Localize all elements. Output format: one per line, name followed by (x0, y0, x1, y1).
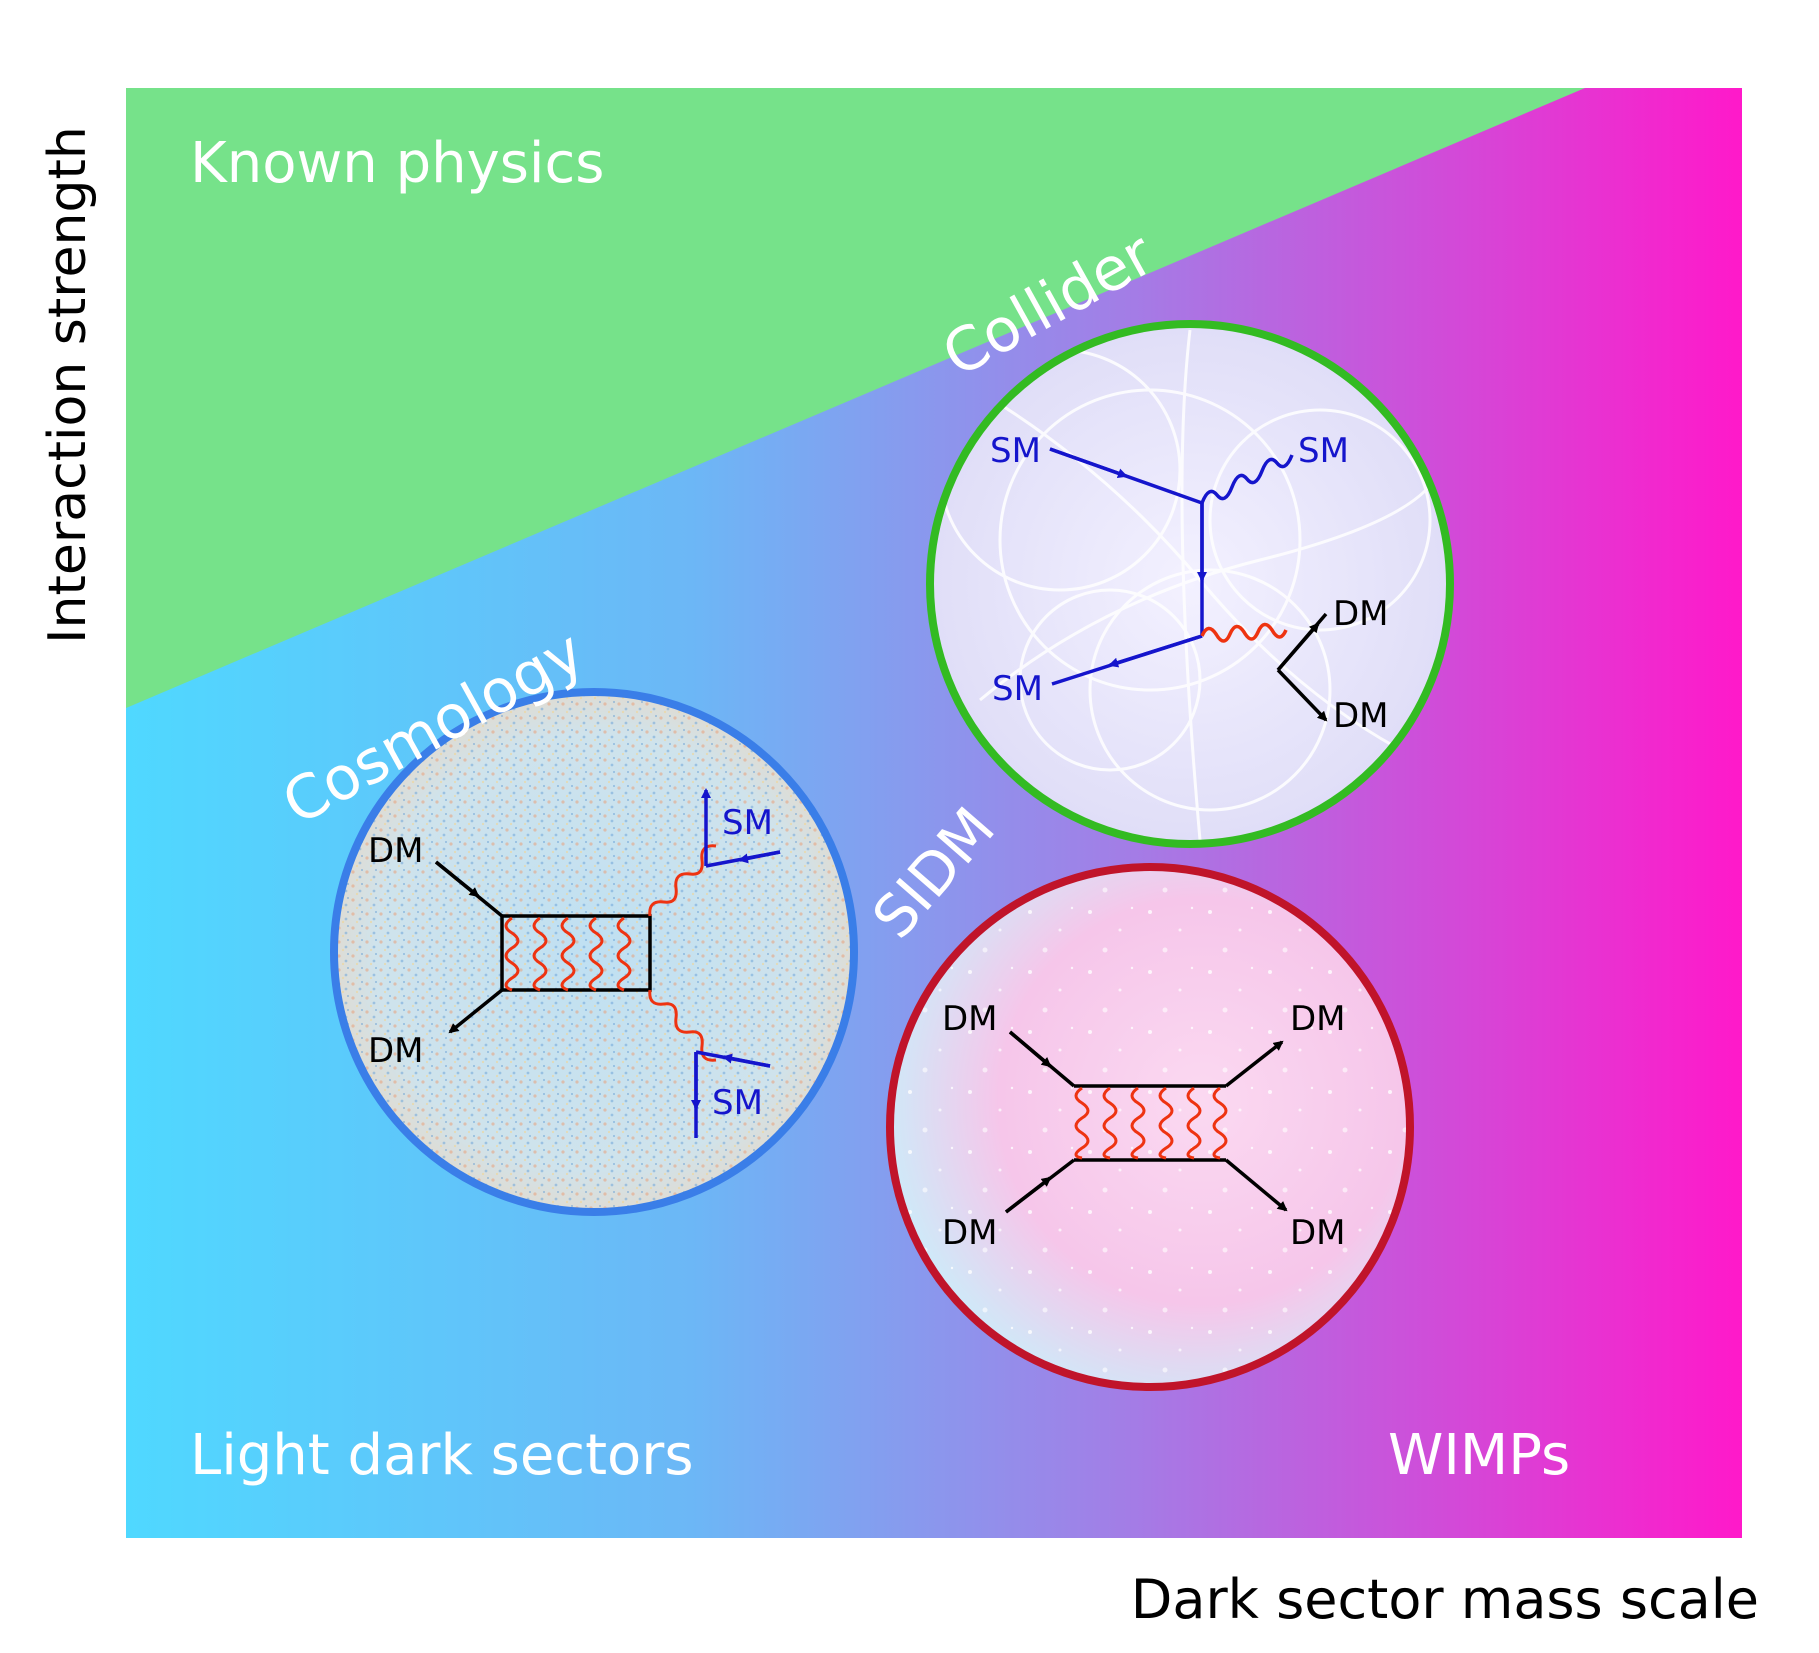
dm-out-top-line (1224, 1040, 1284, 1088)
y-axis-label: Interaction strength (38, 126, 98, 644)
sidm-dm-bottom-right-label: DM (1290, 1213, 1346, 1253)
loop-box (500, 914, 652, 992)
y-axis-title: Interaction strength (30, 90, 106, 680)
dm-out-line (448, 988, 504, 1034)
collider-circle: SM SM SM DM DM (926, 320, 1454, 848)
collider-dm-top-label: DM (1333, 594, 1389, 634)
cosmology-sm-bottom-label: SM (712, 1083, 763, 1123)
mediator-down-wavy (648, 989, 717, 1062)
sidm-dm-top-left-label: DM (942, 999, 998, 1039)
collider-sm-in-label: SM (990, 431, 1041, 471)
wimps-label: WIMPs (1388, 1423, 1570, 1488)
light-dark-sectors-label: Light dark sectors (190, 1423, 694, 1488)
known-physics-region (126, 88, 1585, 708)
collider-sm-out-left-label: SM (992, 669, 1043, 709)
cosmology-circle: DM DM SM SM (330, 688, 858, 1216)
cosmology-dm-bottom-label: DM (368, 1031, 424, 1071)
sidm-dm-bottom-left-label: DM (942, 1213, 998, 1253)
collider-sm-out-top-label: SM (1298, 431, 1349, 471)
cosmology-sm-top-label: SM (722, 803, 773, 843)
mediator-wavy (1200, 622, 1288, 643)
sidm-dm-top-right-label: DM (1290, 999, 1346, 1039)
known-physics-label: Known physics (190, 131, 604, 196)
dm-out-bottom-line (1224, 1158, 1288, 1212)
dm-line-down (1276, 668, 1328, 722)
collider-dm-bottom-label: DM (1333, 696, 1389, 736)
sidm-circle: DM DM DM DM (886, 863, 1414, 1391)
cosmology-dm-top-label: DM (368, 831, 424, 871)
mediator-up-wavy (648, 844, 717, 917)
sm-photon-wavy (1200, 454, 1294, 504)
x-axis-label: Dark sector mass scale (1130, 1568, 1759, 1631)
